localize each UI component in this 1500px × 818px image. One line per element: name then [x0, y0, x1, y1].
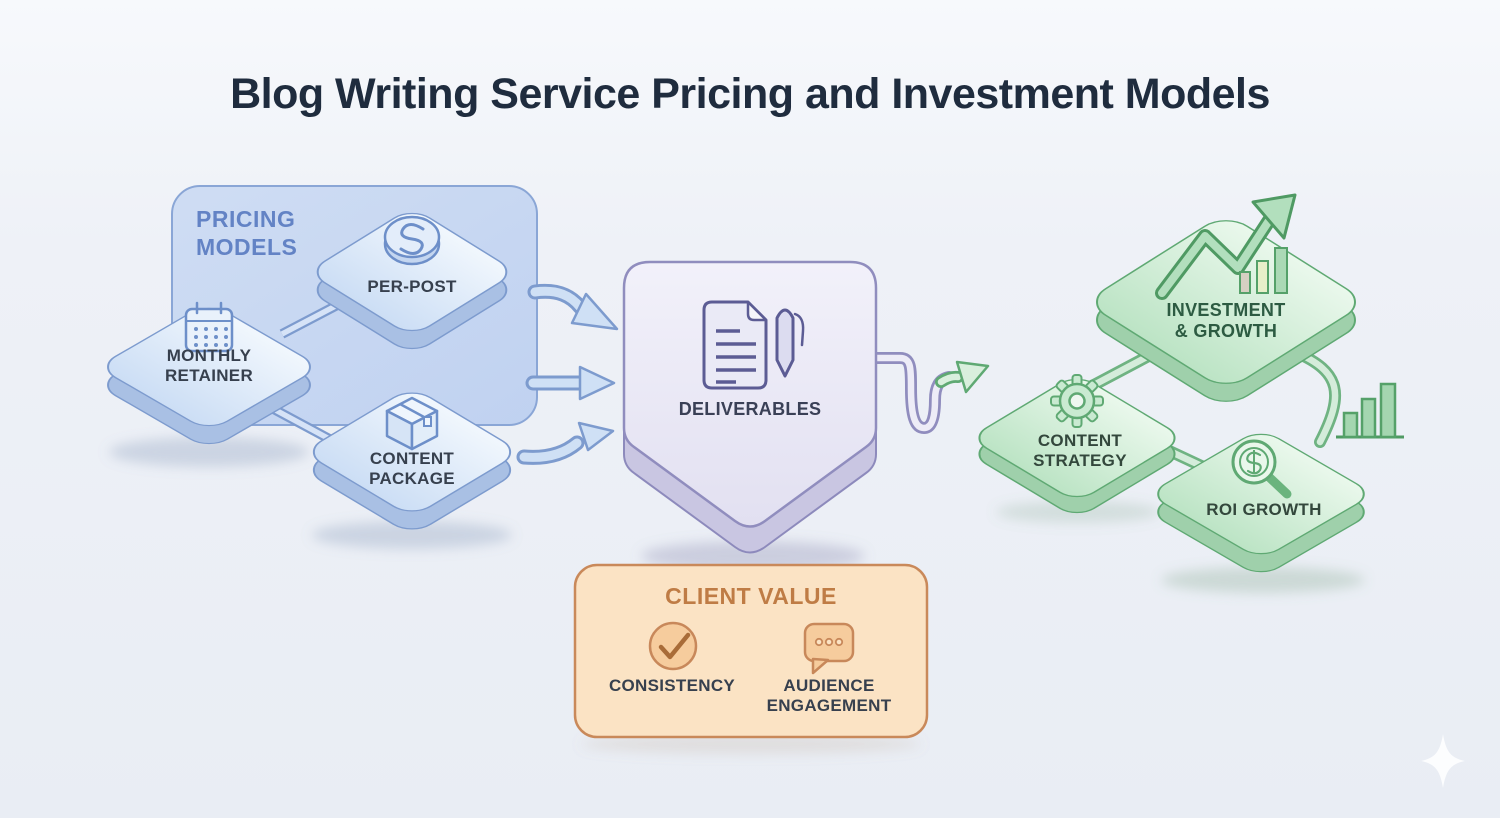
- dollar-magnifier-icon: [1231, 439, 1292, 499]
- bar-chart-icon: [1336, 382, 1404, 439]
- client-value-label: CLIENT VALUE: [665, 583, 837, 609]
- roi-growth-label: ROI GROWTH: [1206, 500, 1322, 519]
- sparkle-icon: [1421, 734, 1465, 788]
- dollar-coin-icon: [383, 215, 441, 266]
- content-package-label: CONTENT PACKAGE: [369, 449, 455, 489]
- audience-engagement-label: AUDIENCE ENGAGEMENT: [766, 676, 892, 716]
- consistency-label: CONSISTENCY: [608, 676, 736, 695]
- flow-arrow-middle: [525, 365, 616, 401]
- flow-arrow-top: [527, 283, 619, 331]
- investment-growth-tile: [1096, 220, 1356, 402]
- roi-growth-tile: [1157, 433, 1365, 573]
- deliverables-label: DELIVERABLES: [678, 399, 822, 419]
- monthly-retainer-label: MONTHLY RETAINER: [164, 346, 254, 386]
- calendar-icon: [184, 301, 234, 353]
- content-strategy-tile: [978, 378, 1176, 514]
- deliverables-shape: [622, 260, 878, 554]
- growth-arrow-chart-icon: [1155, 193, 1297, 300]
- page-title: Blog Writing Service Pricing and Investm…: [230, 70, 1270, 118]
- client-value-panel: [573, 563, 929, 739]
- per-post-tile: [316, 212, 508, 350]
- monthly-retainer-tile: [107, 307, 311, 445]
- content-strategy-label: CONTENT STRATEGY: [1033, 431, 1127, 471]
- deliverables-growth-connector: [868, 352, 990, 435]
- chat-bubble-icon: [803, 622, 855, 675]
- investment-growth-label: INVESTMENT & GROWTH: [1166, 300, 1286, 342]
- check-circle-icon: [648, 621, 698, 671]
- pricing-section-label: PRICING MODELS: [196, 206, 298, 260]
- per-post-label: PER-POST: [367, 277, 457, 296]
- gear-icon: [1050, 374, 1104, 428]
- flow-arrow-bottom: [516, 421, 615, 465]
- document-pen-icon: [702, 300, 805, 390]
- content-package-tile: [312, 392, 512, 530]
- package-box-icon: [385, 396, 439, 451]
